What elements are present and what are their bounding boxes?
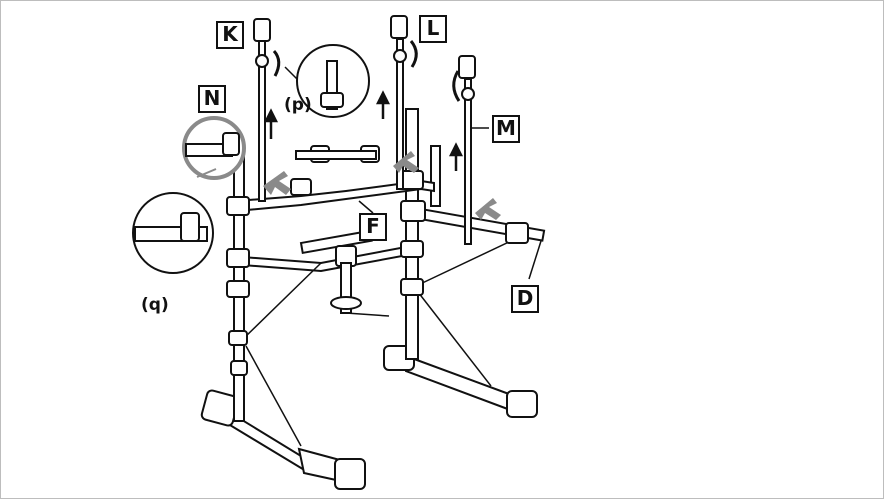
label-p: (p)	[284, 95, 312, 115]
label-l: L	[419, 15, 447, 43]
label-m: M	[492, 115, 520, 143]
label-q: (q)	[141, 295, 169, 315]
left-leg	[200, 389, 366, 490]
leader-lines	[358, 127, 542, 280]
label-n: N	[198, 85, 226, 113]
detail-circle-p	[284, 44, 370, 118]
label-f: F	[359, 213, 387, 241]
label-d: D	[511, 285, 539, 313]
label-k: K	[216, 21, 244, 49]
up-arrow-icon	[263, 90, 464, 171]
cymbal-arm-m	[458, 55, 476, 245]
detail-circle-q	[132, 168, 217, 274]
detail-circle-n	[182, 116, 246, 180]
cymbal-arm-l	[390, 15, 408, 190]
braces	[240, 240, 512, 447]
clamps	[226, 145, 529, 376]
module-mount	[295, 150, 390, 317]
right-leg	[383, 345, 538, 418]
cymbal-arm-k	[253, 18, 271, 202]
